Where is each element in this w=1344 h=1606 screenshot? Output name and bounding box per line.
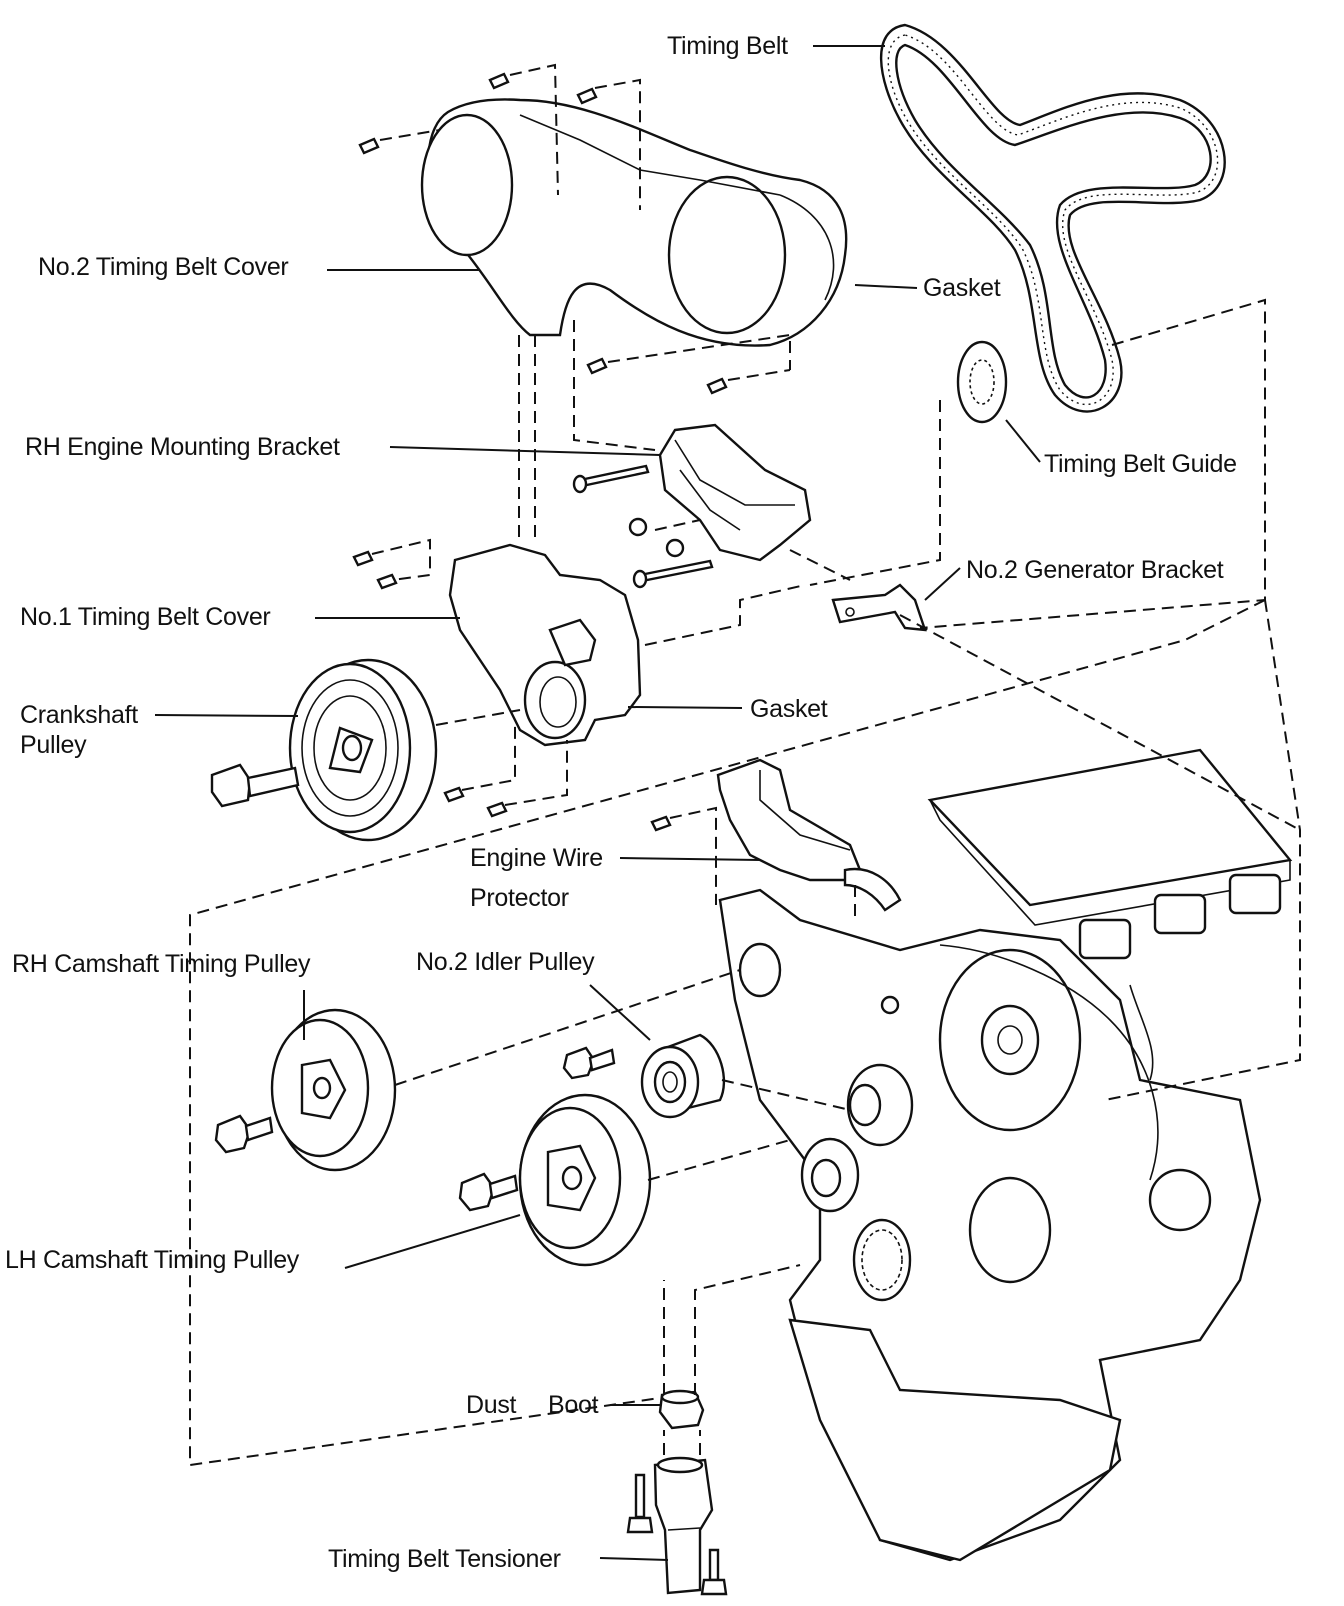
- rh-engine-mounting-bracket: [658, 423, 812, 562]
- label-rh-camshaft-timing-pulley: RH Camshaft Timing Pulley: [12, 950, 311, 978]
- label-crankshaft-pulley-1: Crankshaft: [20, 701, 138, 729]
- bolt-icon: [626, 1473, 728, 1596]
- label-timing-belt: Timing Belt: [667, 32, 788, 60]
- engine-block: [718, 748, 1293, 1562]
- timing-belt: [879, 23, 1226, 413]
- label-dust: Dust: [466, 1391, 517, 1419]
- label-crankshaft-pulley-2: Pulley: [20, 731, 87, 759]
- label-lh-camshaft-timing-pulley: LH Camshaft Timing Pulley: [5, 1246, 300, 1274]
- bolt-icon: [458, 1172, 519, 1212]
- dust-boot: [658, 1389, 705, 1430]
- bolt-icon: [650, 815, 672, 832]
- label-gasket-lower: Gasket: [750, 695, 828, 723]
- label-timing-belt-tensioner: Timing Belt Tensioner: [328, 1545, 561, 1573]
- label-engine-wire-protector-2: Protector: [470, 884, 569, 912]
- bolt-icon: [572, 464, 714, 589]
- no1-timing-belt-cover: [448, 543, 642, 747]
- bolt-icon: [358, 72, 728, 395]
- lh-camshaft-timing-pulley: [518, 1093, 652, 1267]
- assembly-boundary: [189, 599, 1266, 1467]
- crankshaft-pulley: [288, 658, 438, 842]
- label-boot: Boot: [548, 1391, 599, 1419]
- engine-wire-protector: [716, 758, 902, 912]
- label-no1-timing-belt-cover: No.1 Timing Belt Cover: [20, 603, 270, 631]
- label-no2-idler-pulley: No.2 Idler Pulley: [416, 948, 595, 976]
- label-engine-wire-protector-1: Engine Wire: [470, 844, 603, 872]
- label-no2-timing-belt-cover: No.2 Timing Belt Cover: [38, 253, 288, 281]
- rh-camshaft-timing-pulley: [270, 1008, 397, 1172]
- no2-idler-pulley: [640, 1033, 726, 1119]
- no2-timing-belt-cover: [420, 98, 848, 347]
- crankshaft-bolt-icon: [210, 763, 300, 808]
- timing-belt-tensioner: [653, 1456, 714, 1595]
- label-gasket-upper: Gasket: [923, 274, 1001, 302]
- label-no2-generator-bracket: No.2 Generator Bracket: [966, 556, 1224, 584]
- bolt-icon: [352, 550, 508, 818]
- no2-generator-bracket: [831, 583, 927, 632]
- bolt-icon: [214, 1114, 274, 1154]
- timing-belt-guide: [956, 340, 1008, 424]
- bolt-icon: [562, 1046, 616, 1080]
- label-rh-engine-mounting-bracket: RH Engine Mounting Bracket: [25, 433, 340, 461]
- label-timing-belt-guide: Timing Belt Guide: [1044, 450, 1237, 478]
